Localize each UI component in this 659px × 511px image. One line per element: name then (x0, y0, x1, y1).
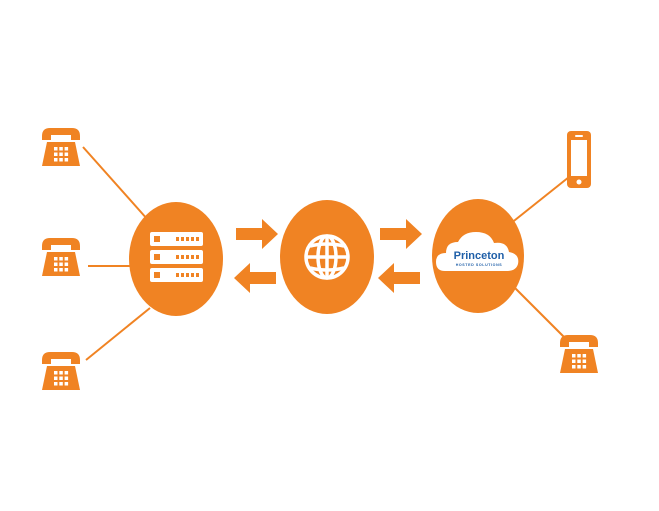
right-device-1 (567, 131, 591, 188)
globe-icon (304, 234, 350, 280)
mobile-phone-icon (567, 131, 591, 188)
hub-internet (280, 200, 374, 314)
link-phone-3-server (85, 307, 151, 361)
left-device-3 (42, 352, 80, 390)
left-device-2 (42, 238, 80, 276)
left-device-1 (42, 128, 80, 166)
connection-lines (82, 146, 570, 361)
desk-phone-icon (42, 352, 80, 390)
link-cloud-mobile (504, 176, 570, 229)
link-cloud-phone (509, 282, 569, 342)
link-phone-1-server (82, 146, 149, 221)
arrow-server-internet (234, 219, 278, 293)
cloud-brand-text: Princeton (454, 250, 505, 262)
arrow-internet-cloud (378, 219, 422, 293)
bidirectional-arrow-icon (234, 219, 278, 293)
cloud-tagline-text: HOSTED SOLUTIONS (456, 263, 503, 267)
desk-phone-icon (42, 238, 80, 276)
right-device-2 (560, 335, 598, 373)
bidirectional-arrow-icon (378, 219, 422, 293)
hub-cloud: Princeton HOSTED SOLUTIONS (432, 199, 524, 313)
cloud-icon (436, 232, 519, 271)
desk-phone-icon (560, 335, 598, 373)
hub-server (129, 202, 223, 316)
server-rack-icon (150, 232, 203, 282)
desk-phone-icon (42, 128, 80, 166)
